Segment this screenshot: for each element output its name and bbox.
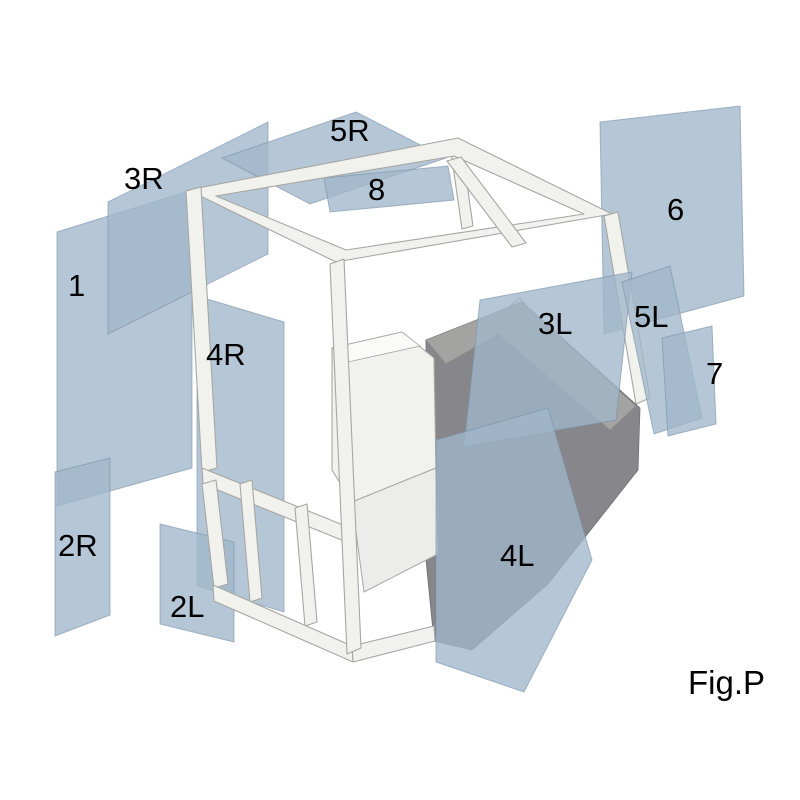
label-part-6: 6 <box>667 192 684 227</box>
figure-caption: Fig.P <box>688 664 765 701</box>
label-part-5L: 5L <box>634 299 668 334</box>
panel-4L-glass <box>435 407 593 693</box>
label-part-3R: 3R <box>124 161 164 196</box>
label-part-2R: 2R <box>58 528 98 563</box>
label-part-4R: 4R <box>206 337 246 372</box>
panel-7-glass <box>661 325 717 437</box>
label-part-7: 7 <box>706 356 723 391</box>
roof-cross-bar <box>446 156 527 248</box>
panel-3L-glass <box>463 271 633 447</box>
label-part-5R: 5R <box>330 113 370 148</box>
front-glass-panels <box>435 265 717 693</box>
door-post-1 <box>239 479 263 603</box>
label-part-2L: 2L <box>170 589 204 624</box>
label-part-1: 1 <box>68 268 85 303</box>
label-part-8: 8 <box>368 172 385 207</box>
floor-edge-right <box>351 625 436 663</box>
lower-left-post <box>201 479 229 589</box>
label-part-4L: 4L <box>500 538 534 573</box>
panel-2R-glass <box>54 457 111 637</box>
part-labels: 1 2R 2L 3R 3L 4R 4L 5R 5L 6 7 8 <box>58 113 723 624</box>
left-a-pillar <box>185 186 218 473</box>
panel-8-glass <box>323 165 455 213</box>
door-post-2 <box>294 503 318 627</box>
label-part-3L: 3L <box>538 306 572 341</box>
front-pillar <box>329 258 362 655</box>
